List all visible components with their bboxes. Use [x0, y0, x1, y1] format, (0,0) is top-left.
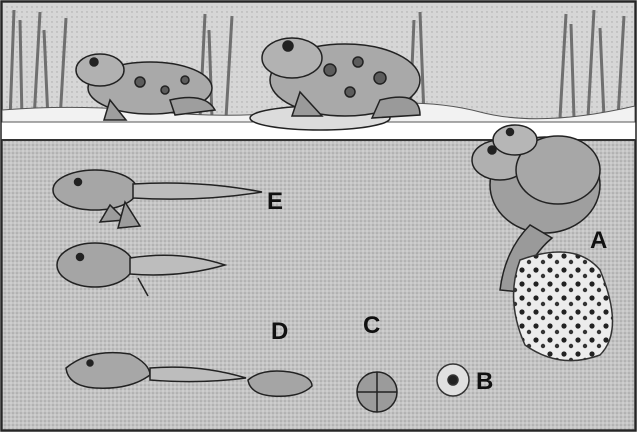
stage-label-b: B	[476, 370, 493, 394]
stage-label-e: E	[267, 190, 283, 214]
single-egg-drawing	[437, 364, 469, 396]
stage-label-d: D	[271, 320, 288, 344]
egg-mass-drawing	[514, 252, 613, 361]
hatchling-drawing	[248, 371, 312, 396]
embryo-drawing	[357, 372, 397, 412]
stage-label-a: A	[590, 229, 607, 253]
stage-label-c: C	[363, 314, 380, 338]
